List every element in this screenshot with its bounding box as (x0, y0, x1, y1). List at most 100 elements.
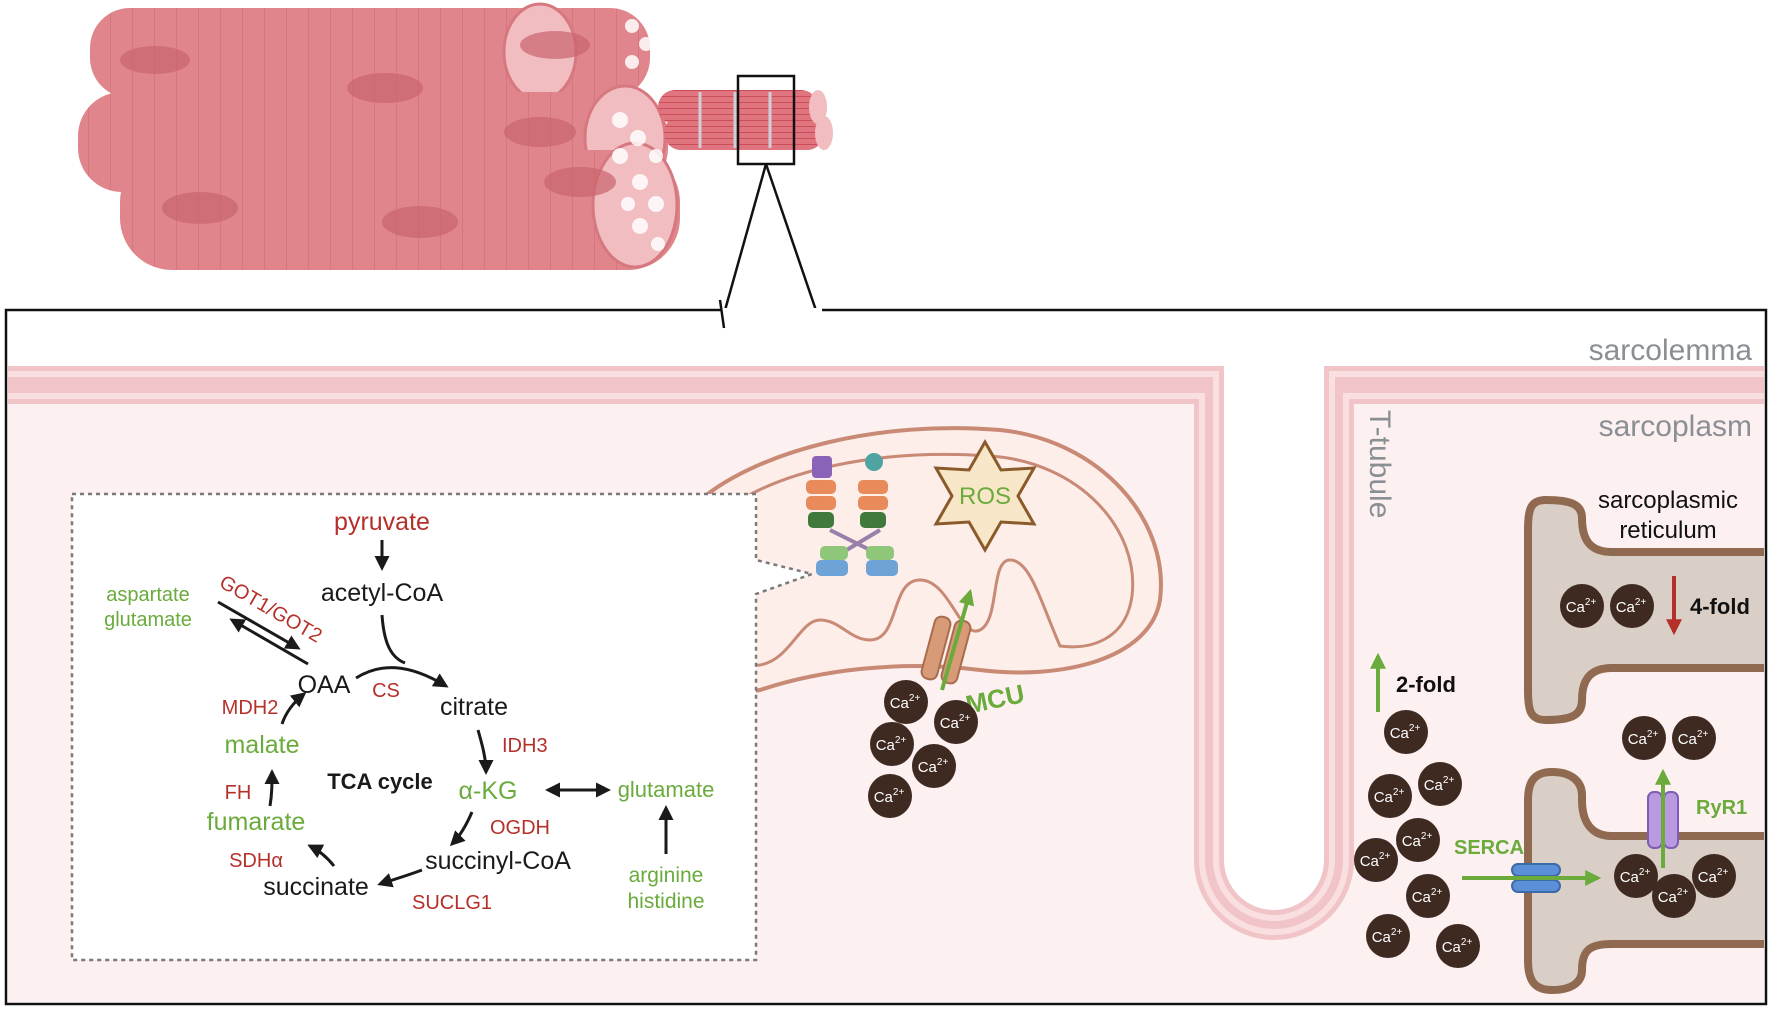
calcium-ion-circle (1396, 818, 1440, 862)
calcium-ion: Ca2+ (1692, 854, 1736, 898)
calcium-ion-charge: 2+ (893, 787, 905, 798)
calcium-ion-circle (934, 700, 978, 744)
calcium-ion: Ca2+ (1406, 874, 1450, 918)
calcium-ion-circle (1692, 854, 1736, 898)
sarcoplasm-label: sarcoplasm (1599, 410, 1752, 443)
calcium-ion-circle (1368, 774, 1412, 818)
sr-label-line1: sarcoplasmic (1598, 487, 1738, 514)
calcium-ion-circle (1622, 716, 1666, 760)
calcium-ion-circle (868, 774, 912, 818)
calcium-ion-charge: 2+ (1461, 937, 1473, 948)
succinate-label: succinate (263, 873, 369, 901)
calcium-ion-circle (1672, 716, 1716, 760)
oaa-label: OAA (298, 671, 351, 699)
calcium-ion-charge: 2+ (1391, 927, 1403, 938)
two-fold-label: 2-fold (1396, 672, 1456, 697)
t-tubule-label: T-tubule (1363, 410, 1396, 518)
histidine-label: histidine (627, 890, 704, 913)
calcium-ion-circle (1384, 710, 1428, 754)
calcium-ion-circle (1610, 584, 1654, 628)
calcium-ion-charge: 2+ (1409, 723, 1421, 734)
calcium-ion-circle (1652, 874, 1696, 918)
sarcolemma-label: sarcolemma (1589, 334, 1753, 367)
calcium-ion-circle (1614, 854, 1658, 898)
calcium-ion: Ca2+ (934, 700, 978, 744)
arginine-label: arginine (629, 864, 704, 887)
calcium-ion: Ca2+ (1610, 584, 1654, 628)
calcium-ion: Ca2+ (870, 722, 914, 766)
calcium-ion: Ca2+ (1368, 774, 1412, 818)
electron-transport-complexes (806, 453, 898, 576)
calcium-ion: Ca2+ (1436, 924, 1480, 968)
calcium-ion-charge: 2+ (1393, 787, 1405, 798)
calcium-ion-charge: 2+ (1647, 729, 1659, 740)
glutamate-left-label: glutamate (104, 609, 192, 631)
ros-star-icon (933, 438, 1037, 554)
ogdh-enzyme-label: OGDH (490, 817, 550, 839)
calcium-ion: Ca2+ (1560, 584, 1604, 628)
mdh2-enzyme-label: MDH2 (222, 697, 279, 719)
muscle-fiber-front (120, 141, 680, 270)
calcium-ion-circle (870, 722, 914, 766)
calcium-ion-charge: 2+ (1379, 851, 1391, 862)
tca-arrows (217, 540, 674, 888)
calcium-ion-charge: 2+ (1585, 597, 1597, 608)
tca-callout (70, 492, 817, 962)
cs-enzyme-label: CS (372, 680, 400, 702)
ryr1-channel-icon (1647, 768, 1679, 868)
sdha-enzyme-label: SDHα (229, 850, 283, 872)
myofibril-bundle (658, 90, 833, 150)
ryr1-label: RyR1 (1696, 797, 1747, 819)
calcium-ion-circle (1436, 924, 1480, 968)
suclg1-enzyme-label: SUCLG1 (412, 892, 492, 914)
fumarate-label: fumarate (207, 808, 306, 836)
serca-pump-icon (1462, 863, 1602, 893)
calcium-ion-charge: 2+ (1421, 831, 1433, 842)
calcium-ion-circle (1354, 838, 1398, 882)
calcium-ion: Ca2+ (1614, 854, 1658, 898)
alpha-kg-label: α-KG (459, 777, 518, 805)
calcium-ion-charge: 2+ (937, 757, 949, 768)
calcium-ion-charge: 2+ (959, 713, 971, 724)
calcium-ion-charge: 2+ (1431, 887, 1443, 898)
tca-cycle-label: TCA cycle (327, 769, 433, 794)
calcium-ion: Ca2+ (1652, 874, 1696, 918)
calcium-ion-circle (1418, 762, 1462, 806)
calcium-ion-charge: 2+ (895, 735, 907, 746)
calcium-ion-circle (1406, 874, 1450, 918)
fh-enzyme-label: FH (225, 782, 252, 804)
malate-label: malate (224, 731, 299, 759)
calcium-ion-circle (1560, 584, 1604, 628)
acetyl-coa-label: acetyl-CoA (321, 579, 444, 607)
ros-label: ROS (959, 483, 1011, 510)
calcium-ion-charge: 2+ (1697, 729, 1709, 740)
calcium-ion-charge: 2+ (909, 693, 921, 704)
calcium-ion-circle (1366, 914, 1410, 958)
calcium-ions: Ca2+Ca2+Ca2+Ca2+Ca2+Ca2+Ca2+Ca2+Ca2+Ca2+… (868, 584, 1736, 968)
aspartate-label: aspartate (106, 584, 189, 606)
myofibril-ends (612, 19, 665, 251)
serca-label: SERCA (1454, 837, 1524, 859)
calcium-ion-circle (884, 680, 928, 724)
muscle-fiber-bundle (78, 2, 833, 329)
four-fold-label: 4-fold (1690, 594, 1750, 619)
calcium-ion: Ca2+ (1366, 914, 1410, 958)
pyruvate-label: pyruvate (334, 508, 430, 536)
calcium-ion: Ca2+ (1396, 818, 1440, 862)
zoom-line-left (718, 163, 768, 329)
calcium-ion: Ca2+ (1622, 716, 1666, 760)
mcu-channel-icon (920, 588, 975, 691)
calcium-ion-charge: 2+ (1639, 867, 1651, 878)
glutamate-right-label: glutamate (618, 777, 715, 802)
muscle-fiber-back (90, 2, 650, 102)
succinyl-coa-label: succinyl-CoA (425, 847, 571, 875)
calcium-ion-charge: 2+ (1717, 867, 1729, 878)
calcium-ion-charge: 2+ (1677, 887, 1689, 898)
calcium-ion: Ca2+ (884, 680, 928, 724)
calcium-ion: Ca2+ (1354, 838, 1398, 882)
calcium-ion: Ca2+ (1384, 710, 1428, 754)
citrate-label: citrate (440, 693, 508, 721)
sr-label-line2: reticulum (1619, 517, 1716, 544)
